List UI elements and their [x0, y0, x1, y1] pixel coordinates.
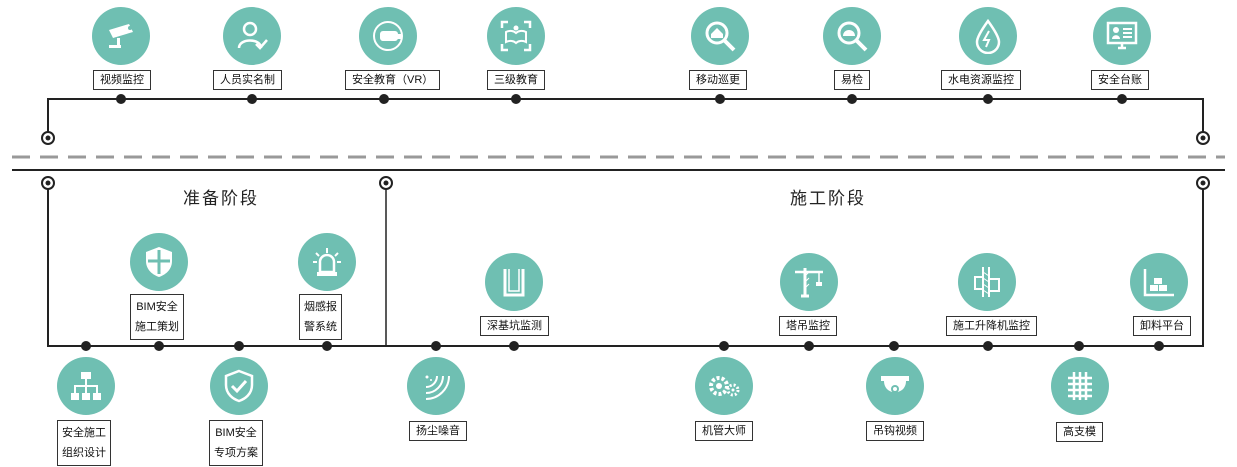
stage-title-prep: 准备阶段: [183, 189, 259, 208]
hook-camera-icon: [866, 357, 924, 415]
construction-elevator-icon: [958, 253, 1016, 311]
label-easy-check: 易检: [834, 70, 870, 90]
label-smoke-alarm: 烟感报 警系统: [299, 294, 342, 340]
alarm-light-icon: [298, 233, 356, 291]
label-real-name: 人员实名制: [213, 70, 282, 90]
label-hook-video: 吊钩视频: [866, 421, 924, 441]
label-dust-noise: 扬尘噪音: [409, 421, 467, 441]
label-construction-elevator: 施工升降机监控: [946, 316, 1037, 336]
label-video-monitor: 视频监控: [93, 70, 151, 90]
tower-crane-icon: [780, 253, 838, 311]
dust-noise-icon: [407, 357, 465, 415]
label-bim-special-plan-line1: BIM安全: [215, 427, 257, 439]
label-bim-planning-line2: 施工策划: [135, 321, 179, 333]
vr-headset-icon: [359, 7, 417, 65]
label-safety-org-design-line2: 组织设计: [62, 447, 106, 459]
stage-title-construction: 施工阶段: [790, 189, 866, 208]
label-mobile-patrol: 移动巡更: [689, 70, 747, 90]
label-safety-ledger: 安全台账: [1091, 70, 1149, 90]
org-chart-icon: [57, 357, 115, 415]
person-verified-icon: [223, 7, 281, 65]
label-tower-crane: 塔吊监控: [779, 316, 837, 336]
label-bim-planning-line1: BIM安全: [136, 301, 178, 313]
label-bim-planning: BIM安全 施工策划: [130, 294, 184, 340]
label-smoke-alarm-line2: 警系统: [304, 321, 337, 333]
grid-formwork-icon: [1051, 357, 1109, 415]
book-scan-icon: [487, 7, 545, 65]
label-bim-special-plan-line2: 专项方案: [214, 447, 258, 459]
search-helmet-icon: [823, 7, 881, 65]
label-smoke-alarm-line1: 烟感报: [304, 301, 337, 313]
water-power-icon: [959, 7, 1017, 65]
shield-icon: [130, 233, 188, 291]
shield-check-icon: [210, 357, 268, 415]
label-safety-org-design: 安全施工 组织设计: [57, 420, 111, 466]
gears-icon: [695, 357, 753, 415]
label-deep-pit: 深基坑监测: [480, 316, 549, 336]
label-high-formwork: 高支模: [1056, 422, 1103, 442]
label-bim-special-plan: BIM安全 专项方案: [209, 420, 263, 466]
label-water-power: 水电资源监控: [941, 70, 1021, 90]
label-three-level-edu: 三级教育: [487, 70, 545, 90]
label-machine-master: 机管大师: [695, 421, 753, 441]
unloading-platform-icon: [1130, 253, 1188, 311]
label-vr-education: 安全教育（VR）: [345, 70, 441, 90]
search-home-icon: [691, 7, 749, 65]
ledger-monitor-icon: [1093, 7, 1151, 65]
label-safety-org-design-line1: 安全施工: [62, 427, 106, 439]
foundation-pit-icon: [485, 253, 543, 311]
cctv-camera-icon: [92, 7, 150, 65]
label-unloading-platform: 卸料平台: [1133, 316, 1191, 336]
